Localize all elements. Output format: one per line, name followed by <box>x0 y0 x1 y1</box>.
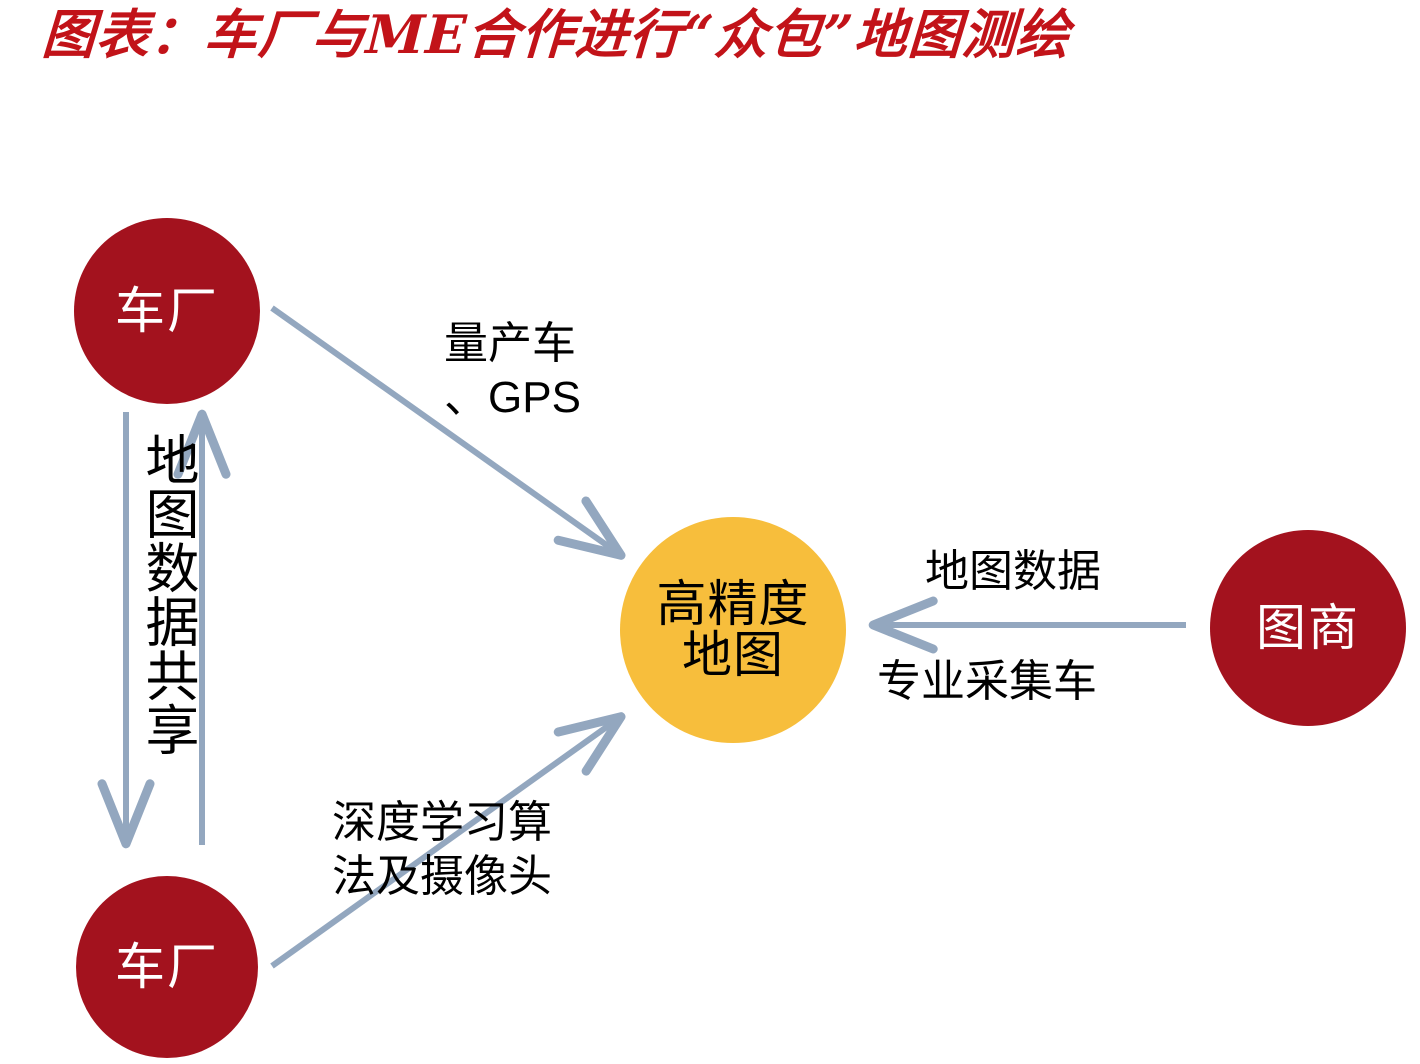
edge-label-map-data: 地图数据 <box>925 547 1101 596</box>
node-hd-map[interactable]: 高精度 地图 <box>620 517 846 743</box>
node-oem-top-label: 车厂 <box>115 282 219 339</box>
node-oem-bottom[interactable]: 车厂 <box>76 876 258 1058</box>
node-hd-map-label: 高精度 地图 <box>656 576 810 683</box>
node-oem-bottom-label: 车厂 <box>115 938 219 995</box>
node-oem-top[interactable]: 车厂 <box>74 218 260 404</box>
node-map-vendor-label: 图商 <box>1256 599 1360 656</box>
node-map-vendor[interactable]: 图商 <box>1210 530 1406 726</box>
edge-label-mass-vehicle-gps: 量产车 、GPS <box>444 319 581 422</box>
edge-label-map-data-share: 地图数据共享 <box>137 432 197 756</box>
page-title: 图表：车厂与ME合作进行“众包”地图测绘 <box>40 4 1072 66</box>
edge-label-deep-learning-camera: 深度学习算 法及摄像头 <box>332 798 552 901</box>
edge-label-survey-car: 专业采集车 <box>877 657 1097 706</box>
